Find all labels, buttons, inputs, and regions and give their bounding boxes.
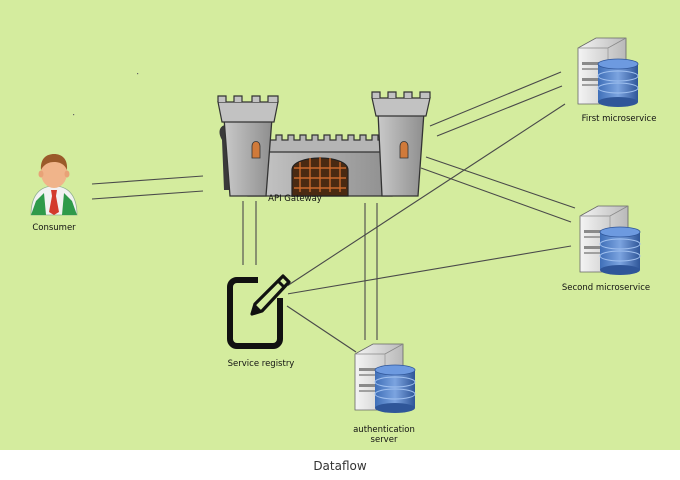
gateway-node: API Gateway: [217, 91, 431, 204]
edit-icon: [227, 268, 291, 349]
gateway-label: API Gateway: [268, 194, 322, 204]
auth-label-line1: authentication: [353, 425, 415, 435]
diagram-caption: Dataflow: [313, 459, 367, 473]
registry-auth-line: [286, 305, 357, 353]
registry-first-line: [286, 103, 566, 287]
consumer-gateway-line: [91, 175, 204, 185]
service-registry-node: Service registry: [227, 268, 295, 369]
auth-server-node: authentication server: [353, 343, 416, 445]
gateway-first-line-a: [429, 71, 562, 127]
castle-icon: [217, 91, 431, 197]
second-microservice-label: Second microservice: [562, 283, 650, 293]
auth-label-line2: server: [371, 435, 398, 445]
gateway-consumer-line: [91, 190, 204, 200]
consumer-node: Consumer: [30, 154, 78, 233]
connection-lines: [91, 71, 576, 353]
service-registry-label: Service registry: [228, 359, 295, 369]
gateway-second-line-b: [420, 167, 572, 223]
registry-second-line: [286, 245, 572, 295]
first-microservice-node: First microservice: [577, 37, 657, 124]
gateway-first-line-b: [436, 85, 563, 137]
diagram-background: [0, 0, 680, 450]
second-microservice-node: Second microservice: [562, 205, 650, 293]
consumer-label: Consumer: [32, 223, 76, 233]
dataflow-diagram: Consumer: [0, 0, 680, 450]
user-icon: [30, 154, 78, 216]
gateway-second-line-a: [425, 156, 576, 209]
first-microservice-label: First microservice: [582, 114, 657, 124]
